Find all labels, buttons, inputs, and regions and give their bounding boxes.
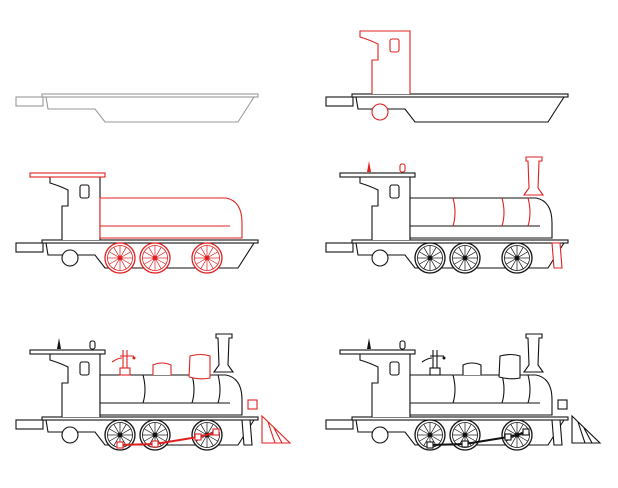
domes [111,350,211,380]
tender-buffer [15,96,44,107]
wheels [414,242,533,274]
step-panel-3 [15,172,259,274]
frame [41,239,259,244]
rear-wheel [61,249,79,267]
smokestack [212,333,235,373]
step-panel-5 [15,333,292,451]
step-panel-1 [15,93,259,123]
driving-wheel [414,242,446,274]
tender-buffer [15,419,44,430]
rear-wheel [371,426,389,444]
pilot [557,399,602,444]
hull [45,419,255,446]
boiler [99,197,243,239]
boiler [409,197,553,239]
driving-wheel [501,242,533,274]
whistle-bell [367,161,406,173]
smokestack [522,156,545,196]
driving-wheel [139,242,171,274]
tender-buffer [15,242,44,253]
cowcatcher-front [551,242,563,269]
cab-roof [339,349,416,355]
driving-wheel [449,242,481,274]
cowcatcher-front [241,419,253,446]
frame [351,93,569,98]
frame [41,93,259,98]
rear-wheel [371,249,389,267]
hull [45,242,255,269]
frame [41,416,259,421]
cab [359,176,411,240]
cab [49,176,101,240]
wheels [104,242,223,274]
step-panel-6 [325,333,602,451]
tender-buffer [325,419,354,430]
cab [49,353,101,417]
cab [359,353,411,417]
cab [359,30,411,94]
tender-buffer [325,96,354,107]
tender-buffer [325,242,354,253]
hull [355,96,565,123]
cab-roof [29,172,106,178]
hull [355,419,565,446]
rods [116,428,220,449]
domes [421,350,521,380]
step-panel-4 [325,156,569,274]
hull [45,96,255,123]
pilot [247,399,292,444]
hull [355,242,565,269]
whistle-bell [57,338,96,350]
step-panel-2 [325,30,569,123]
whistle-bell [367,338,406,350]
smokestack [522,333,545,373]
cab-roof [29,349,106,355]
cowcatcher-front [551,419,563,446]
rear-wheel [371,103,389,121]
boiler-bands [452,197,531,227]
rods [426,428,530,449]
driving-wheel [191,242,223,274]
rear-wheel [61,426,79,444]
frame [351,239,569,244]
driving-wheel [104,242,136,274]
boiler [409,374,553,416]
cab-roof [339,172,416,178]
frame [351,416,569,421]
driving-wheel [104,419,136,451]
boiler [99,374,243,416]
